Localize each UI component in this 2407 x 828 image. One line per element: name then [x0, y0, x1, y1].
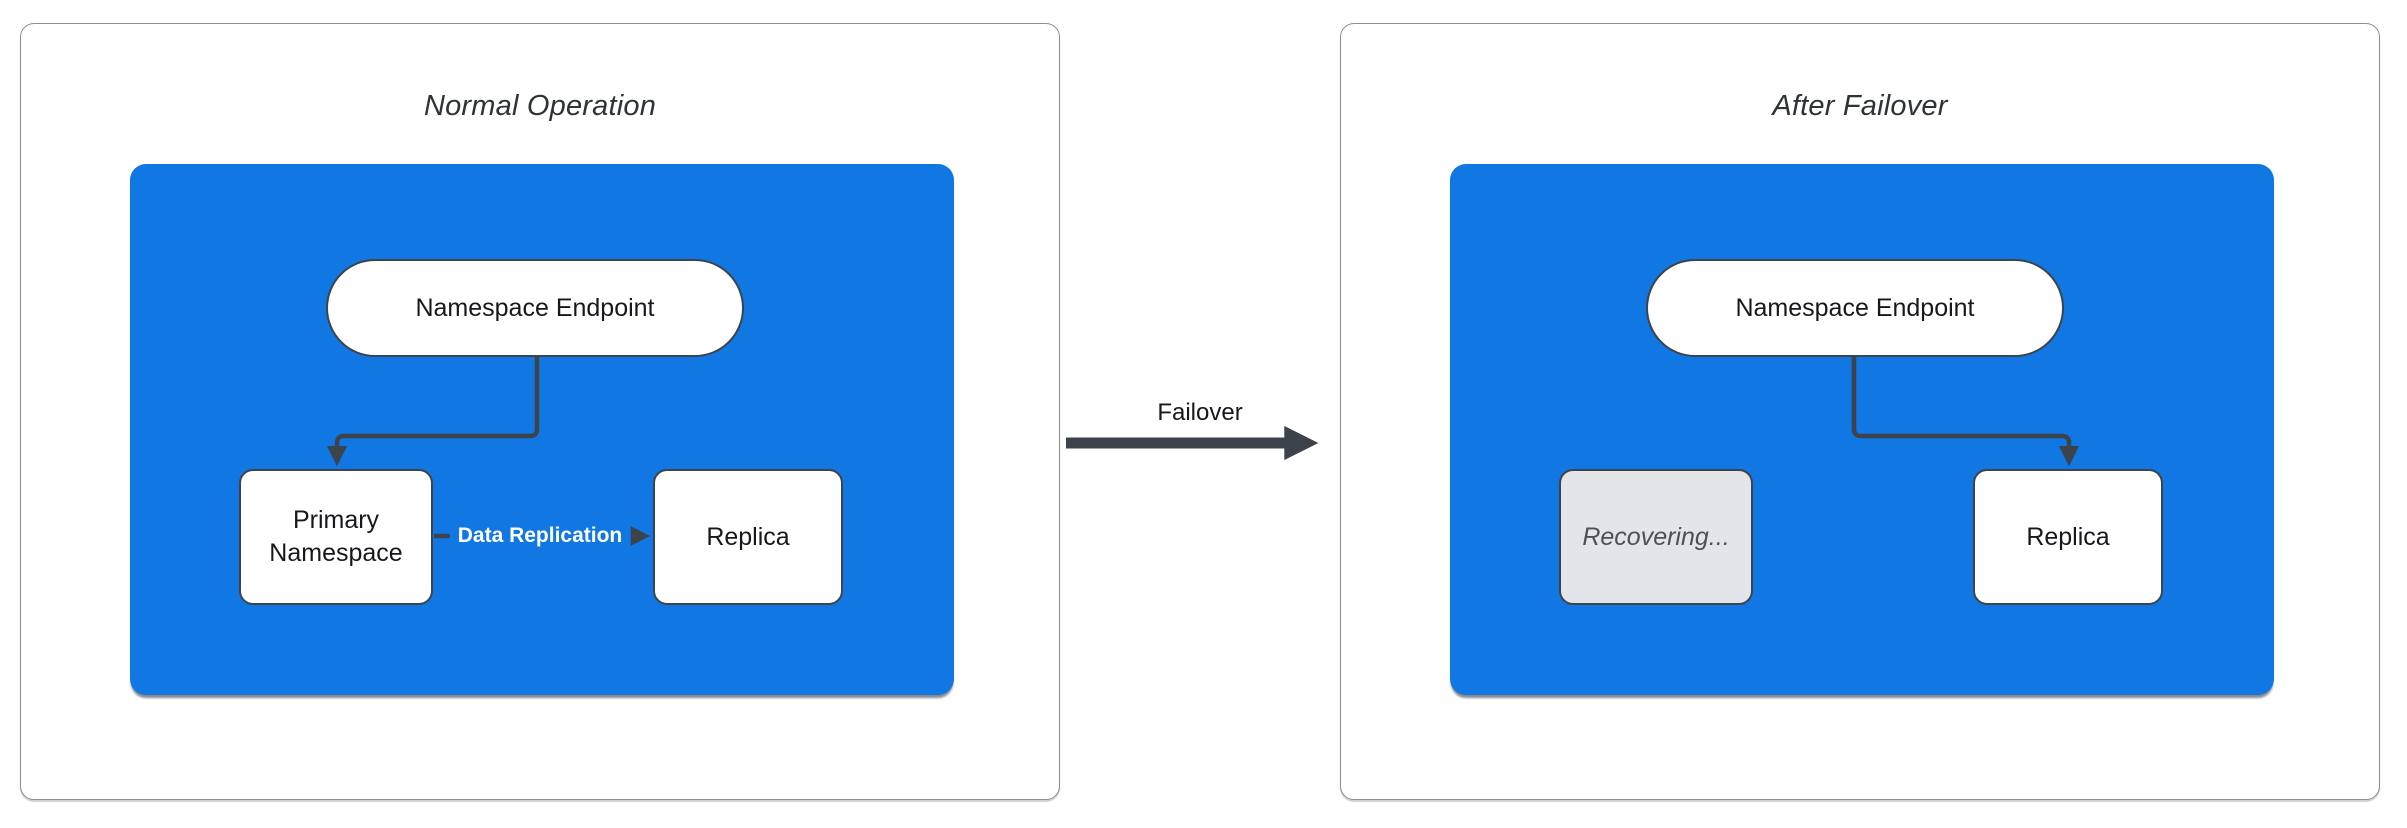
- node-label-primary-namespace: Primary Namespace: [269, 506, 403, 567]
- node-replica-failover: Replica: [1973, 469, 2163, 605]
- node-replica-normal: Replica: [653, 469, 843, 605]
- cluster-after-failover: [1450, 164, 2274, 695]
- panel-after-failover: After Failover Namespace Endpoint Recove…: [1340, 23, 2380, 800]
- node-namespace-endpoint-normal: Namespace Endpoint: [326, 259, 744, 357]
- node-recovering: Recovering...: [1559, 469, 1753, 605]
- node-namespace-endpoint-failover: Namespace Endpoint: [1646, 259, 2064, 357]
- node-label-recovering: Recovering...: [1582, 522, 1730, 551]
- edge-label-failover: Failover: [1151, 399, 1249, 427]
- panel-normal-operation: Normal Operation Namespace Endpoint Prim…: [20, 23, 1060, 800]
- panel-title-after-failover: After Failover: [1772, 90, 1948, 122]
- node-label-replica-failover: Replica: [2026, 522, 2110, 551]
- node-primary-namespace: Primary Namespace: [239, 469, 433, 605]
- edge-label-data-replication: Data Replication: [449, 521, 631, 551]
- cluster-normal: [130, 164, 954, 695]
- node-label-namespace-endpoint-normal: Namespace Endpoint: [415, 293, 655, 322]
- node-label-replica-normal: Replica: [706, 522, 790, 551]
- node-label-namespace-endpoint-failover: Namespace Endpoint: [1735, 293, 1975, 322]
- panel-title-normal-operation: Normal Operation: [423, 90, 657, 122]
